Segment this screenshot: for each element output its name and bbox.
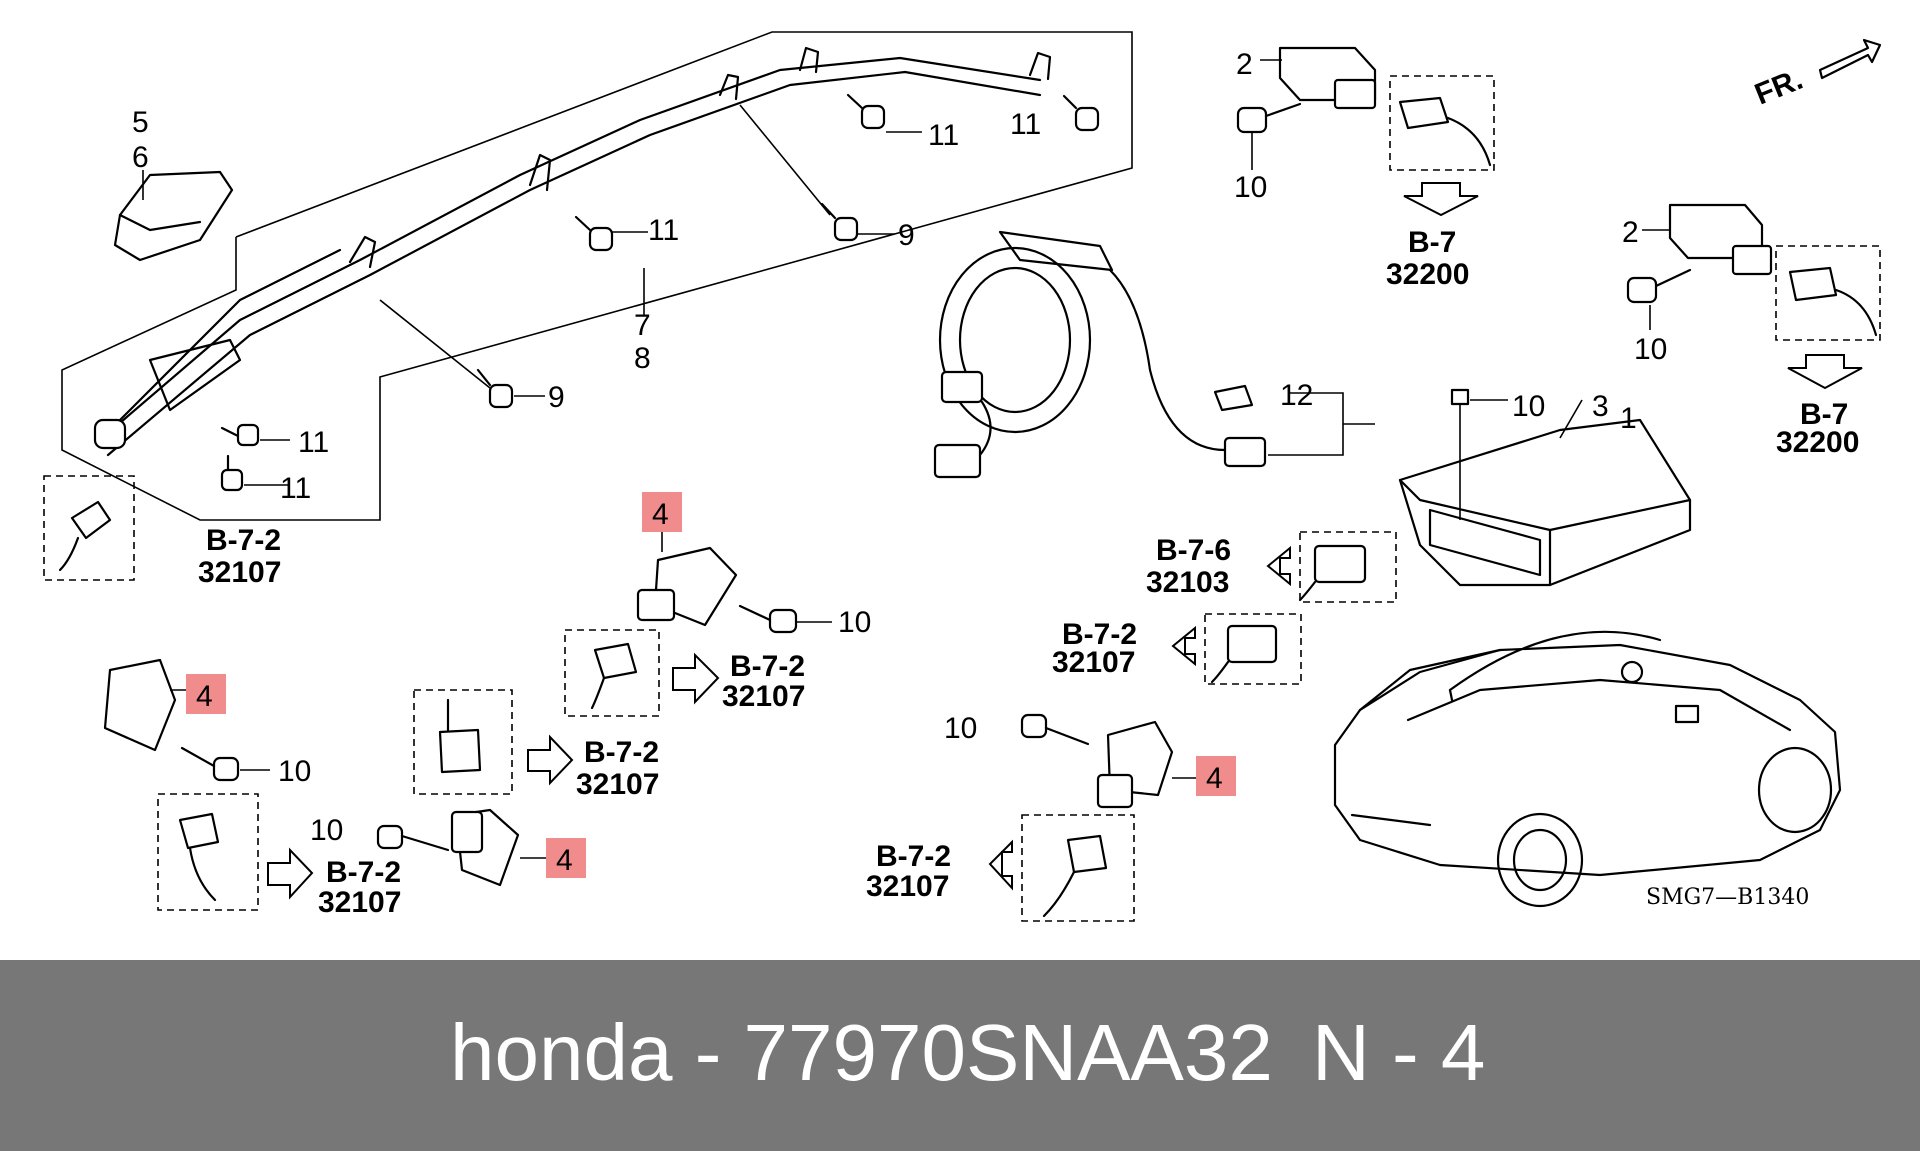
side-curtain-airbag bbox=[61, 31, 1133, 521]
callout-8: 8 bbox=[634, 342, 651, 375]
callout-11: 11 bbox=[648, 214, 679, 247]
ref-section: B-7-2 bbox=[584, 736, 659, 769]
callout-9: 9 bbox=[898, 219, 915, 252]
callout-6: 6 bbox=[132, 141, 149, 174]
impact-sensor-left bbox=[103, 658, 314, 911]
ref-number: 32107 bbox=[1052, 646, 1135, 679]
ref-number: 32107 bbox=[576, 768, 659, 801]
impact-sensor-right bbox=[988, 713, 1200, 922]
callout-5: 5 bbox=[132, 106, 149, 139]
cable-reel bbox=[933, 230, 1375, 479]
callout-10: 10 bbox=[310, 814, 343, 847]
front-marker: FR. bbox=[1750, 63, 1807, 112]
footer-quantity: N - 4 bbox=[1312, 1008, 1486, 1097]
bolt-set-9 bbox=[476, 202, 895, 409]
ref-b72-bottom-right: B-7-2 32107 bbox=[866, 840, 951, 903]
car-outline bbox=[1333, 630, 1842, 908]
ref-section: B-7-2 bbox=[730, 650, 805, 683]
parts-diagram bbox=[43, 31, 1882, 922]
callout-4: 4 bbox=[556, 844, 573, 877]
ref-section: B-7 bbox=[1408, 226, 1456, 259]
callout-4: 4 bbox=[196, 680, 213, 713]
ref-number: 32107 bbox=[722, 680, 805, 713]
ref-number: 32107 bbox=[318, 886, 401, 919]
connector-left-airbag bbox=[43, 475, 135, 581]
ref-section: B-7-2 bbox=[876, 840, 951, 873]
bolt-set-11 bbox=[220, 93, 1100, 492]
callout-11: 11 bbox=[1010, 108, 1041, 141]
ref-b76: B-7-6 32103 bbox=[1146, 534, 1231, 599]
callout-2: 2 bbox=[1622, 216, 1639, 249]
ref-b72-left: B-7-2 32107 bbox=[198, 524, 281, 589]
ref-section: B-7-2 bbox=[206, 524, 281, 557]
sensor-2-lower bbox=[1626, 203, 1881, 390]
ref-section: B-7-2 bbox=[1062, 618, 1137, 651]
ref-number: 32200 bbox=[1386, 258, 1469, 291]
ref-b72-center: B-7-2 32107 bbox=[722, 650, 805, 713]
callout-11: 11 bbox=[280, 472, 311, 505]
front-direction-arrow bbox=[1818, 38, 1882, 80]
callout-11: 11 bbox=[928, 119, 959, 152]
highlight-box bbox=[642, 492, 682, 532]
callout-10: 10 bbox=[1234, 171, 1267, 204]
highlight-box bbox=[1196, 756, 1236, 796]
ref-number: 32107 bbox=[198, 556, 281, 589]
ref-section: B-7-6 bbox=[1156, 534, 1231, 567]
airbag-cover-part bbox=[113, 170, 234, 262]
callout-12: 12 bbox=[1280, 379, 1313, 412]
callout-10: 10 bbox=[838, 606, 871, 639]
highlight-box bbox=[186, 674, 226, 714]
ref-number: 32103 bbox=[1146, 566, 1229, 599]
callout-10: 10 bbox=[1634, 333, 1667, 366]
ref-number: 32107 bbox=[866, 870, 949, 903]
ref-b7-upper: B-7 32200 bbox=[1386, 226, 1469, 291]
highlight-box bbox=[546, 838, 586, 878]
ref-b72-right: B-7-2 32107 bbox=[1052, 618, 1137, 679]
impact-sensor-center bbox=[564, 532, 832, 717]
ref-section: B-7-2 bbox=[326, 856, 401, 889]
callout-11: 11 bbox=[298, 426, 329, 459]
callout-3: 3 bbox=[1592, 390, 1609, 423]
impact-sensor-bottom bbox=[376, 689, 574, 887]
callout-1: 1 bbox=[1620, 402, 1637, 435]
callout-7: 7 bbox=[634, 309, 651, 342]
ref-section: B-7 bbox=[1800, 398, 1848, 431]
srs-unit bbox=[1171, 388, 1692, 685]
ref-b72-bottom-left: B-7-2 32107 bbox=[318, 856, 401, 919]
footer-bar: honda - 77970SNAA32 N - 4 bbox=[0, 960, 1920, 1151]
ref-b7-lower: B-7 32200 bbox=[1776, 398, 1859, 459]
ref-number: 32200 bbox=[1776, 426, 1859, 459]
callout-10: 10 bbox=[1512, 390, 1545, 423]
callout-10: 10 bbox=[278, 755, 311, 788]
callout-10: 10 bbox=[944, 712, 977, 745]
callout-9: 9 bbox=[548, 381, 565, 414]
labels-layer: 1 2 2 3 4 4 4 4 5 6 7 8 9 9 10 10 10 10 … bbox=[132, 48, 1859, 919]
footer-brand-part: honda - 77970SNAA32 bbox=[450, 1008, 1273, 1097]
sensor-2-upper bbox=[1236, 46, 1495, 217]
callout-4: 4 bbox=[652, 498, 669, 531]
diagram-code: SMG7—B1340 bbox=[1646, 885, 1809, 910]
callout-4: 4 bbox=[1206, 762, 1223, 795]
callout-2: 2 bbox=[1236, 48, 1253, 81]
ref-b72-mid: B-7-2 32107 bbox=[576, 736, 659, 801]
